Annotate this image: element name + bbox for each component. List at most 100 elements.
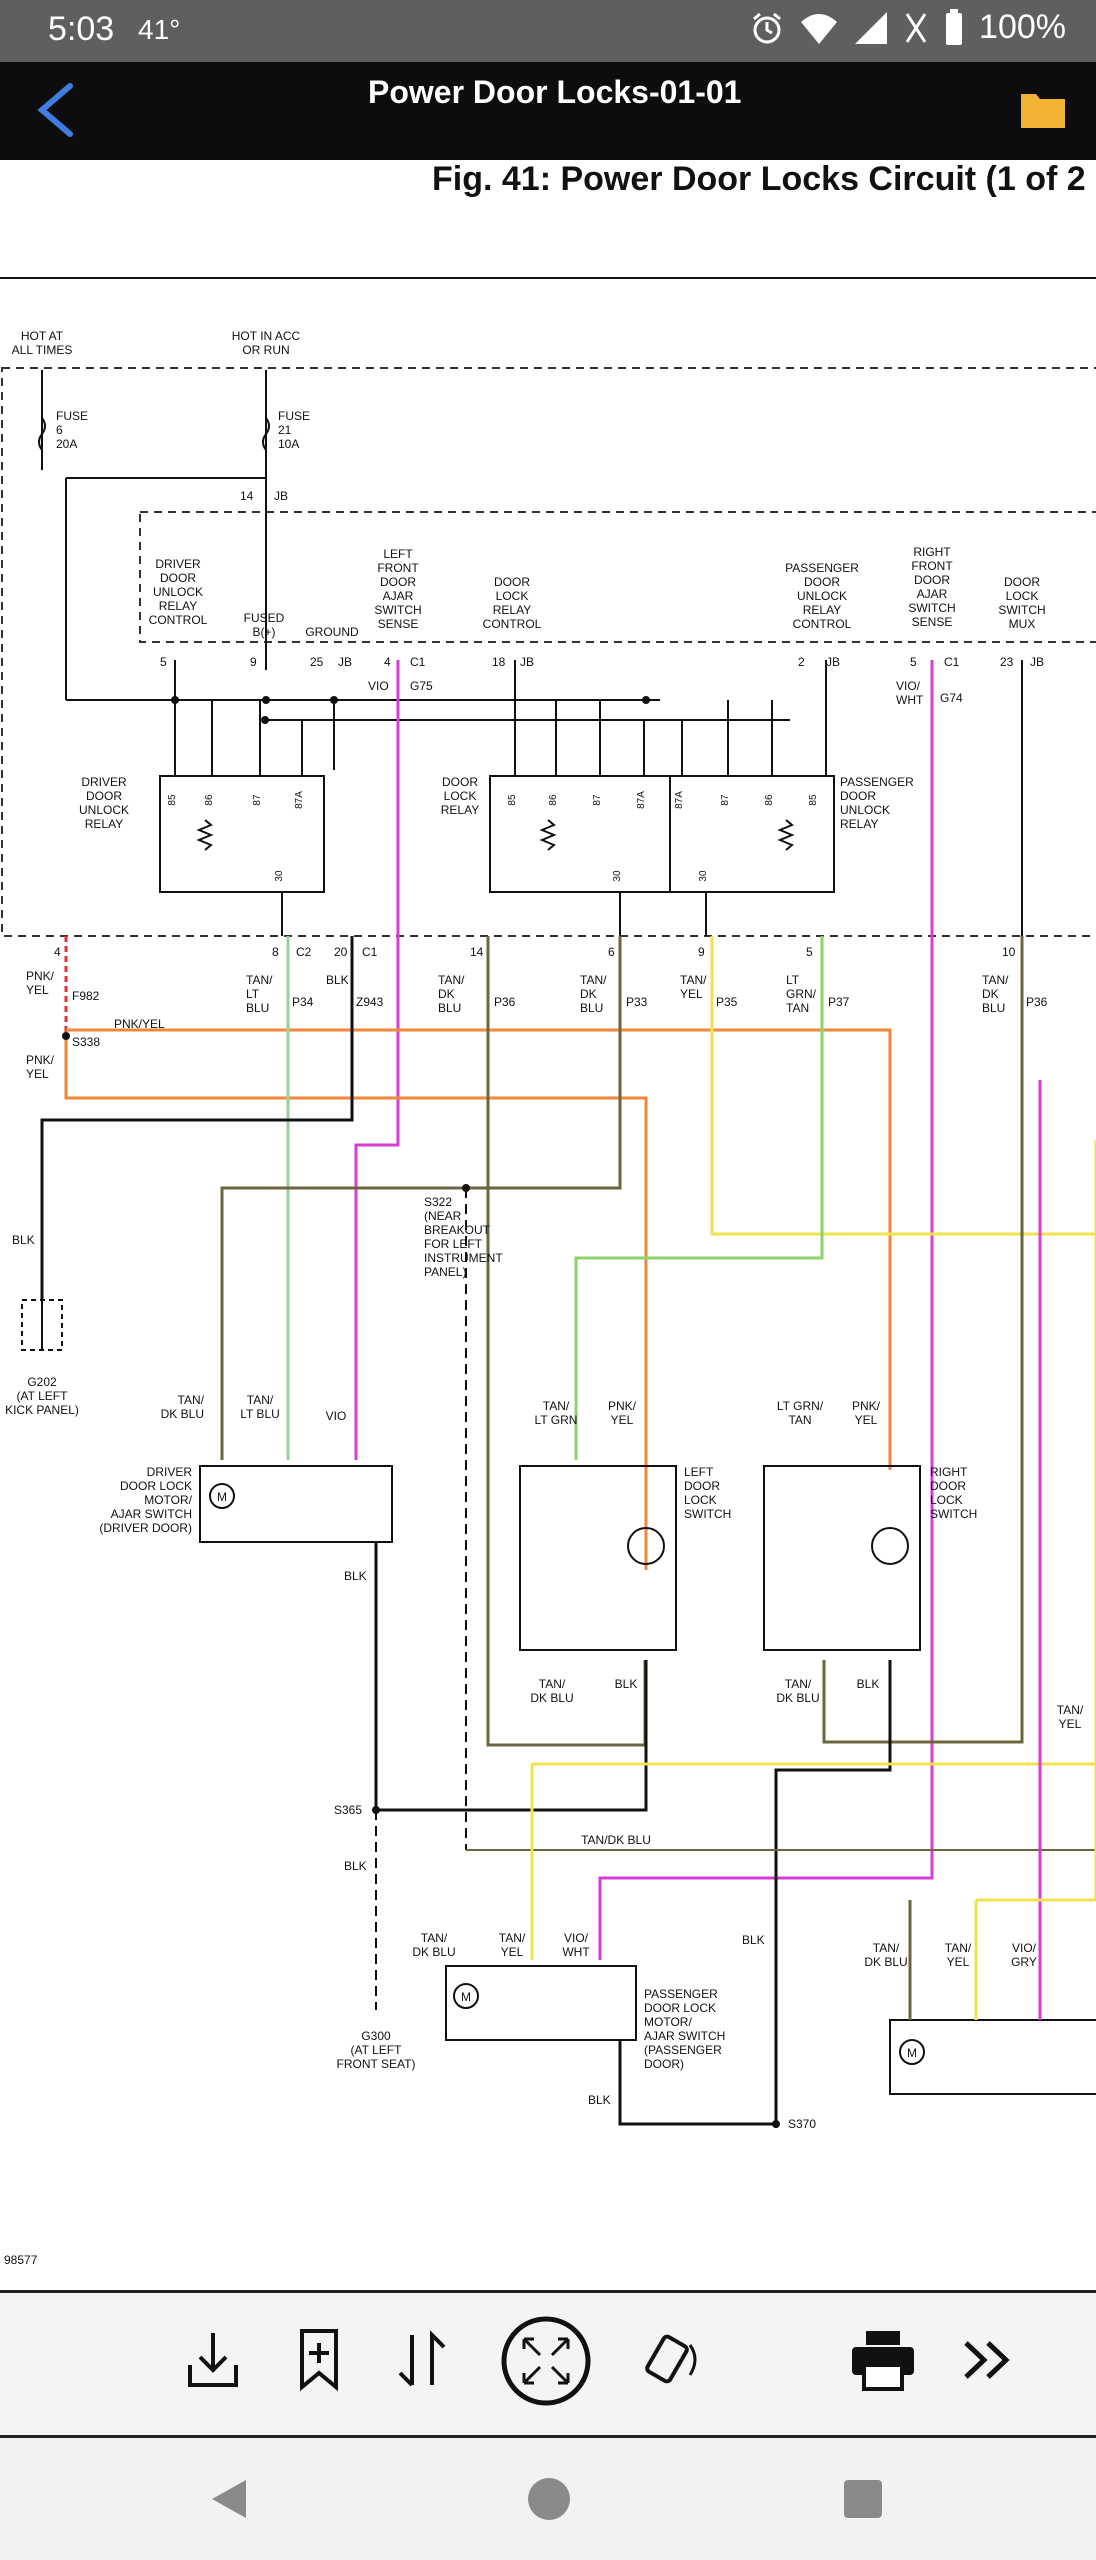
wire-label: TAN/ [246, 973, 273, 987]
door-lock-relay-label: DOOR [442, 775, 478, 789]
wire-label: BLK [857, 1677, 880, 1691]
connector-pin-label: C1 [944, 655, 960, 669]
wire-label: Z943 [356, 995, 384, 1009]
connector-pin-label: 25 [310, 655, 324, 669]
relay-pin-label: 87A [674, 791, 685, 809]
passenger-motor-label: AJAR SWITCH [644, 2029, 725, 2043]
relay-pin-label: 30 [274, 870, 285, 882]
download-icon[interactable] [178, 2325, 248, 2395]
battery-icon [946, 8, 963, 45]
connector-pin-label: 18 [492, 655, 506, 669]
sort-icon[interactable] [390, 2325, 460, 2395]
door-lock-relay-control-label: LOCK [496, 589, 529, 603]
connector-pin-label: 5 [160, 655, 167, 669]
module-boundary [1, 367, 1096, 937]
wire-label: P35 [716, 995, 738, 1009]
wire-label: PNK/ [26, 1053, 55, 1067]
passenger-motor-label: DOOR LOCK [644, 2001, 716, 2015]
right-switch-label: LOCK [930, 1493, 963, 1507]
document-viewer[interactable]: Fig. 41: Power Door Locks Circuit (1 of … [0, 160, 1096, 2290]
motor-symbol [453, 1983, 479, 2009]
driver-unlock-relay [159, 775, 325, 893]
folder-icon[interactable] [1018, 84, 1068, 134]
temperature: 41° [138, 14, 181, 45]
motor-symbol [899, 2039, 925, 2065]
g75-label: G75 [410, 679, 433, 693]
passenger-unlock-relay-control-label: UNLOCK [797, 589, 847, 603]
wire-label: P34 [292, 995, 314, 1009]
back-arrow-icon[interactable] [28, 80, 88, 140]
passenger-relay-label: DOOR [840, 789, 876, 803]
wire-label: TAN/ [1057, 1703, 1084, 1717]
bookmark-add-icon[interactable] [284, 2325, 354, 2395]
driver-unlock-relay-control-label: DOOR [160, 571, 196, 585]
relay-pin-label: 87 [592, 794, 603, 806]
wire-label: TAN/ [873, 1941, 900, 1955]
wire-label: TAN/ [680, 973, 707, 987]
left-front-door-ajar-label: LEFT [383, 547, 413, 561]
right-front-door-ajar-label: RIGHT [913, 545, 951, 559]
passenger-motor-label: MOTOR/ [644, 2015, 692, 2029]
s322-label: INSTRUMENT [424, 1251, 503, 1265]
driver-motor-label: AJAR SWITCH [111, 1507, 192, 1521]
tan-dk-blu-wire [220, 936, 622, 1460]
passenger-unlock-relay-control-label: CONTROL [793, 617, 852, 631]
left-front-door-ajar-label: DOOR [380, 575, 416, 589]
wire-label: TAN [788, 1413, 811, 1427]
passenger-relay-label: UNLOCK [840, 803, 890, 817]
motor-symbol [209, 1483, 235, 1509]
connector-pin-label: JB [520, 655, 534, 669]
right-front-door-ajar-label: DOOR [914, 573, 950, 587]
wire-label: YEL [947, 1955, 970, 1969]
motor-symbol-label: M [461, 1990, 471, 2004]
right-switch-label: DOOR [930, 1479, 966, 1493]
more-icon[interactable] [954, 2325, 1024, 2395]
tan-yel-wire [710, 936, 1096, 1236]
wifi-icon [801, 13, 838, 44]
wire-label: TAN [786, 1001, 809, 1015]
wire-label: TAN/ [499, 1931, 526, 1945]
wire-label: TAN/ [247, 1393, 274, 1407]
rotate-icon[interactable] [636, 2325, 706, 2395]
document-title: Power Door Locks-01-01 [368, 74, 742, 110]
app-bar: Power Door Locks-01-01 [0, 62, 1096, 160]
passenger-unlock-relay [669, 775, 835, 893]
hot-at-all-times-label: HOT AT [21, 329, 64, 343]
fuse-21-label: 10A [278, 437, 299, 451]
nav-back-icon[interactable] [206, 2476, 252, 2522]
vio-wire-g75 [354, 660, 400, 1460]
wire-label: VIO/ [1012, 1941, 1037, 1955]
splice-label: S365 [334, 1803, 362, 1817]
relay-pin-label: 85 [808, 794, 819, 806]
relay-coil [196, 819, 214, 851]
g202-label: KICK PANEL) [5, 1403, 79, 1417]
wire-label: YEL [26, 983, 49, 997]
nav-home-icon[interactable] [526, 2476, 572, 2522]
passenger-motor-label: PASSENGER [644, 1987, 718, 2001]
blk-wire [618, 2040, 776, 2126]
driver-motor-label: (DRIVER DOOR) [99, 1521, 192, 1535]
led-symbol [871, 1527, 909, 1565]
nav-recents-icon[interactable] [842, 2478, 884, 2520]
driver-relay-label: RELAY [85, 817, 123, 831]
left-switch-label: SWITCH [684, 1507, 731, 1521]
led-symbol [627, 1527, 665, 1565]
motor-symbol-label: M [217, 1490, 227, 1504]
connector-pin-label: 6 [608, 945, 615, 959]
wire-label: BLU [438, 1001, 461, 1015]
left-front-door-ajar-label: SENSE [378, 617, 419, 631]
wire-label: DK BLU [776, 1691, 819, 1705]
wire-label: YEL [26, 1067, 49, 1081]
right-switch-label: SWITCH [930, 1507, 977, 1521]
jb-pin-label: 14 [240, 489, 254, 503]
driver-unlock-relay-control-label: UNLOCK [153, 585, 203, 599]
wire-label: LT GRN [535, 1413, 578, 1427]
fit-screen-icon[interactable] [500, 2315, 592, 2407]
connector-pin-label: JB [826, 655, 840, 669]
wire-label: TAN/DK BLU [581, 1833, 651, 1847]
vio-wht-label: WHT [896, 693, 924, 707]
relay-pin-label: 86 [204, 794, 215, 806]
wire-label: BLK [615, 1677, 638, 1691]
status-icons: 100% [749, 8, 1066, 47]
print-icon[interactable] [848, 2325, 918, 2395]
